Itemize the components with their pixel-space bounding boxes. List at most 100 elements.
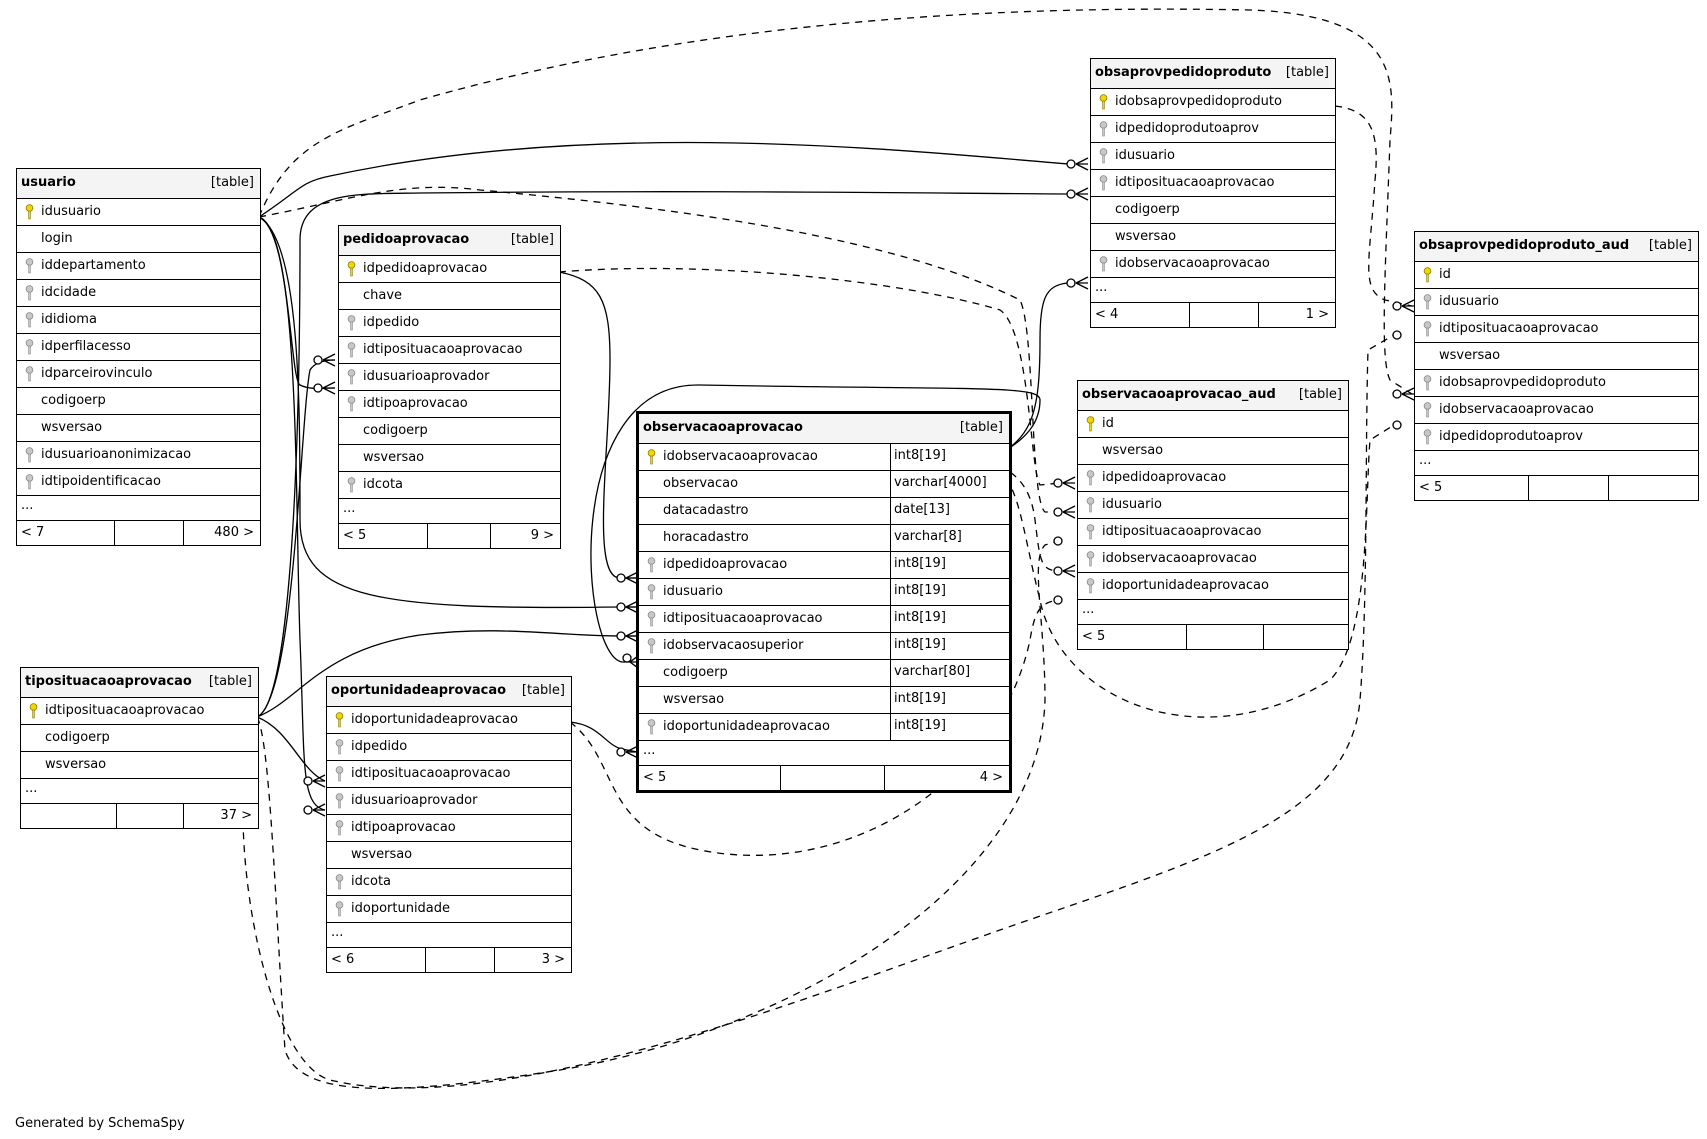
column-row[interactable]: id xyxy=(1415,262,1698,289)
children-count[interactable]: 1 > xyxy=(1257,303,1335,327)
column-row[interactable]: codigoerp xyxy=(1091,197,1335,224)
children-count[interactable] xyxy=(1608,476,1698,500)
column-row[interactable]: idusuario xyxy=(17,199,260,226)
column-row[interactable]: idusuario xyxy=(1091,143,1335,170)
parents-count[interactable] xyxy=(21,804,116,828)
more-columns-ellipsis[interactable]: ... xyxy=(1091,278,1335,303)
table-header[interactable]: obsaprovpedidoproduto[table] xyxy=(1091,59,1335,89)
table-header[interactable]: observacaoaprovacao[table] xyxy=(639,414,1009,444)
column-row[interactable]: idobservacaoaprovacao xyxy=(1078,546,1348,573)
parents-count[interactable]: < 5 xyxy=(639,766,780,790)
column-row[interactable]: idusuario xyxy=(1078,492,1348,519)
parents-count[interactable]: < 4 xyxy=(1091,303,1189,327)
column-row[interactable]: idoportunidadeaprovacao xyxy=(1078,573,1348,600)
column-row[interactable]: idparceirovinculo xyxy=(17,361,260,388)
more-columns-ellipsis[interactable]: ... xyxy=(327,923,571,948)
table-header[interactable]: oportunidadeaprovacao[table] xyxy=(327,677,571,707)
column-row[interactable]: ididioma xyxy=(17,307,260,334)
more-columns-ellipsis[interactable]: ... xyxy=(1415,451,1698,476)
column-row[interactable]: wsversao xyxy=(327,842,571,869)
column-row[interactable]: idobservacaoaprovacao xyxy=(1415,397,1698,424)
column-row[interactable]: idcota xyxy=(327,869,571,896)
children-count[interactable]: 4 > xyxy=(884,766,1009,790)
column-row[interactable]: wsversao xyxy=(21,752,258,779)
more-columns-ellipsis[interactable]: ... xyxy=(1078,600,1348,625)
column-row[interactable]: idtiposituacaoaprovacao xyxy=(327,761,571,788)
column-row[interactable]: idusuarioanonimizacao xyxy=(17,442,260,469)
column-row[interactable]: idtiposituacaoaprovacao xyxy=(339,337,560,364)
column-row[interactable]: wsversao xyxy=(1091,224,1335,251)
children-count[interactable]: 37 > xyxy=(183,804,258,828)
column-row[interactable]: idoportunidade xyxy=(327,896,571,923)
column-row[interactable]: idobsaprovpedidoproduto xyxy=(1091,89,1335,116)
column-row[interactable]: idtiposituacaoaprovacao xyxy=(1078,519,1348,546)
column-row[interactable]: idcota xyxy=(339,472,560,499)
column-row[interactable]: idtiposituacaoaprovacao xyxy=(1091,170,1335,197)
column-row[interactable]: idusuarioaprovador xyxy=(327,788,571,815)
table-obsaprovpedidoproduto[interactable]: obsaprovpedidoproduto[table]idobsaprovpe… xyxy=(1090,58,1336,328)
table-header[interactable]: tiposituacaoaprovacao[table] xyxy=(21,668,258,698)
more-columns-ellipsis[interactable]: ... xyxy=(339,499,560,524)
column-row[interactable]: idpedidoprodutoaprov xyxy=(1091,116,1335,143)
column-row[interactable]: wsversao xyxy=(1415,343,1698,370)
column-row[interactable]: idusuarioaprovador xyxy=(339,364,560,391)
table-header[interactable]: observacaoaprovacao_aud[table] xyxy=(1078,381,1348,411)
table-header[interactable]: usuario[table] xyxy=(17,169,260,199)
table-oportunidadeaprovacao[interactable]: oportunidadeaprovacao[table]idoportunida… xyxy=(326,676,572,973)
children-count[interactable]: 9 > xyxy=(490,524,560,548)
parents-count[interactable]: < 7 xyxy=(17,521,114,545)
more-columns-ellipsis[interactable]: ... xyxy=(17,496,260,521)
column-row[interactable]: idtipoaprovacao xyxy=(339,391,560,418)
column-row[interactable]: idtipoidentificacao xyxy=(17,469,260,496)
column-row[interactable]: idtipoaprovacao xyxy=(327,815,571,842)
column-row[interactable]: id xyxy=(1078,411,1348,438)
column-row[interactable]: wsversao xyxy=(339,445,560,472)
column-row[interactable]: login xyxy=(17,226,260,253)
more-columns-ellipsis[interactable]: ... xyxy=(21,779,258,804)
children-count[interactable]: 3 > xyxy=(493,948,571,972)
column-row[interactable]: idpedidoaprovacao xyxy=(339,256,560,283)
column-row[interactable]: idpedido xyxy=(327,734,571,761)
column-row[interactable]: wsversao xyxy=(1078,438,1348,465)
column-row[interactable]: idoportunidadeaprovacao xyxy=(327,707,571,734)
parents-count[interactable]: < 5 xyxy=(1415,476,1528,500)
table-pedidoaprovacao[interactable]: pedidoaprovacao[table]idpedidoaprovacao c… xyxy=(338,225,561,549)
table-header[interactable]: obsaprovpedidoproduto_aud[table] xyxy=(1415,232,1698,262)
table-header[interactable]: pedidoaprovacao[table] xyxy=(339,226,560,256)
column-row[interactable]: iddepartamento xyxy=(17,253,260,280)
table-observacaoaprovacao[interactable]: observacaoaprovacao[table]idobservacaoap… xyxy=(636,411,1012,793)
column-row[interactable]: idperfilacesso xyxy=(17,334,260,361)
column-row[interactable]: idpedidoaprovacao xyxy=(1078,465,1348,492)
parents-count[interactable]: < 6 xyxy=(327,948,425,972)
column-row[interactable]: idpedidoprodutoaprov xyxy=(1415,424,1698,451)
column-row[interactable]: codigoerp xyxy=(339,418,560,445)
column-row[interactable]: idusuario xyxy=(1415,289,1698,316)
children-count[interactable]: 480 > xyxy=(183,521,260,545)
parents-count[interactable]: < 5 xyxy=(1078,625,1186,649)
children-count[interactable] xyxy=(1262,625,1348,649)
column-row[interactable]: idtiposituacaoaprovacao xyxy=(1415,316,1698,343)
column-row[interactable]: idobservacaoaprovacao xyxy=(1091,251,1335,278)
column-row[interactable]: idtiposituacaoaprovacao xyxy=(21,698,258,725)
column-row[interactable]: idpedido xyxy=(339,310,560,337)
parents-count[interactable]: < 5 xyxy=(339,524,427,548)
column-row[interactable]: idobsaprovpedidoproduto xyxy=(1415,370,1698,397)
column-row[interactable]: wsversao xyxy=(17,415,260,442)
table-tiposituacaoaprovacao[interactable]: tiposituacaoaprovacao[table]idtiposituac… xyxy=(20,667,259,829)
column-row[interactable]: codigoerp xyxy=(21,725,258,752)
more-columns-ellipsis[interactable]: ... xyxy=(639,741,1009,766)
